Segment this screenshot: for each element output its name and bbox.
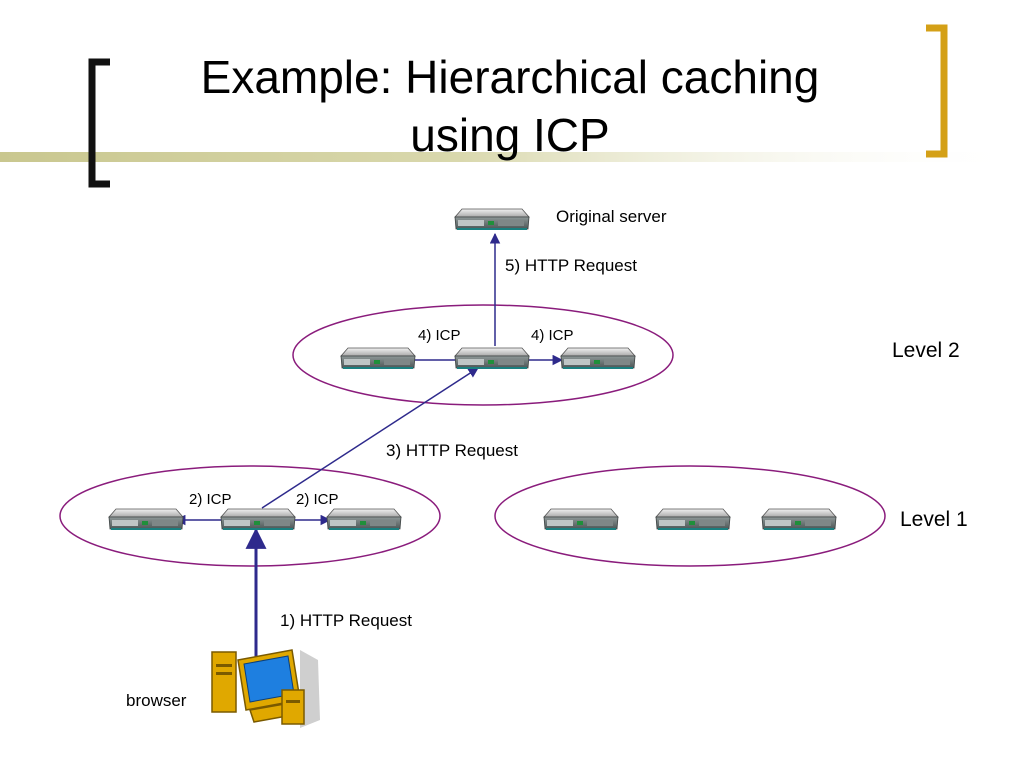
level2-server-left-icon — [340, 347, 416, 369]
slide-title-line1: Example: Hierarchical caching — [200, 51, 820, 103]
level1-left-server-1-icon — [108, 508, 184, 530]
level1-cluster-right-ellipse — [494, 465, 886, 567]
left-bracket — [88, 58, 110, 188]
slide-title-line2: using ICP — [410, 109, 610, 161]
level1-right-server-2-icon — [655, 508, 731, 530]
origin-server-icon — [454, 208, 530, 230]
icp-2-right-label: 2) ICP — [296, 491, 339, 508]
level2-server-center-icon — [454, 347, 530, 369]
level2-cluster-ellipse — [292, 304, 674, 406]
level1-label: Level 1 — [900, 508, 968, 531]
header-accent-bar — [0, 152, 1024, 162]
http-request-5-label: 5) HTTP Request — [505, 256, 637, 275]
http-request-3-arrow — [261, 367, 479, 509]
level2-server-right-icon — [560, 347, 636, 369]
slide-title: Example: Hierarchical caching using ICP — [130, 48, 890, 164]
level2-label: Level 2 — [892, 339, 960, 362]
http-request-1-label: 1) HTTP Request — [280, 611, 412, 630]
right-bracket — [926, 24, 948, 158]
icp-4-left-label: 4) ICP — [418, 327, 461, 344]
level1-left-server-3-icon — [326, 508, 402, 530]
origin-server-label: Original server — [556, 207, 667, 226]
level1-cluster-left-ellipse — [59, 465, 441, 567]
desktop-computer-icon — [211, 649, 320, 728]
icp-4-right-label: 4) ICP — [531, 327, 574, 344]
icp-2-left-label: 2) ICP — [189, 491, 232, 508]
http-request-3-label: 3) HTTP Request — [386, 441, 518, 460]
browser-label: browser — [126, 691, 187, 710]
level1-right-server-3-icon — [761, 508, 837, 530]
level1-right-server-1-icon — [543, 508, 619, 530]
level1-left-server-2-icon — [220, 508, 296, 530]
